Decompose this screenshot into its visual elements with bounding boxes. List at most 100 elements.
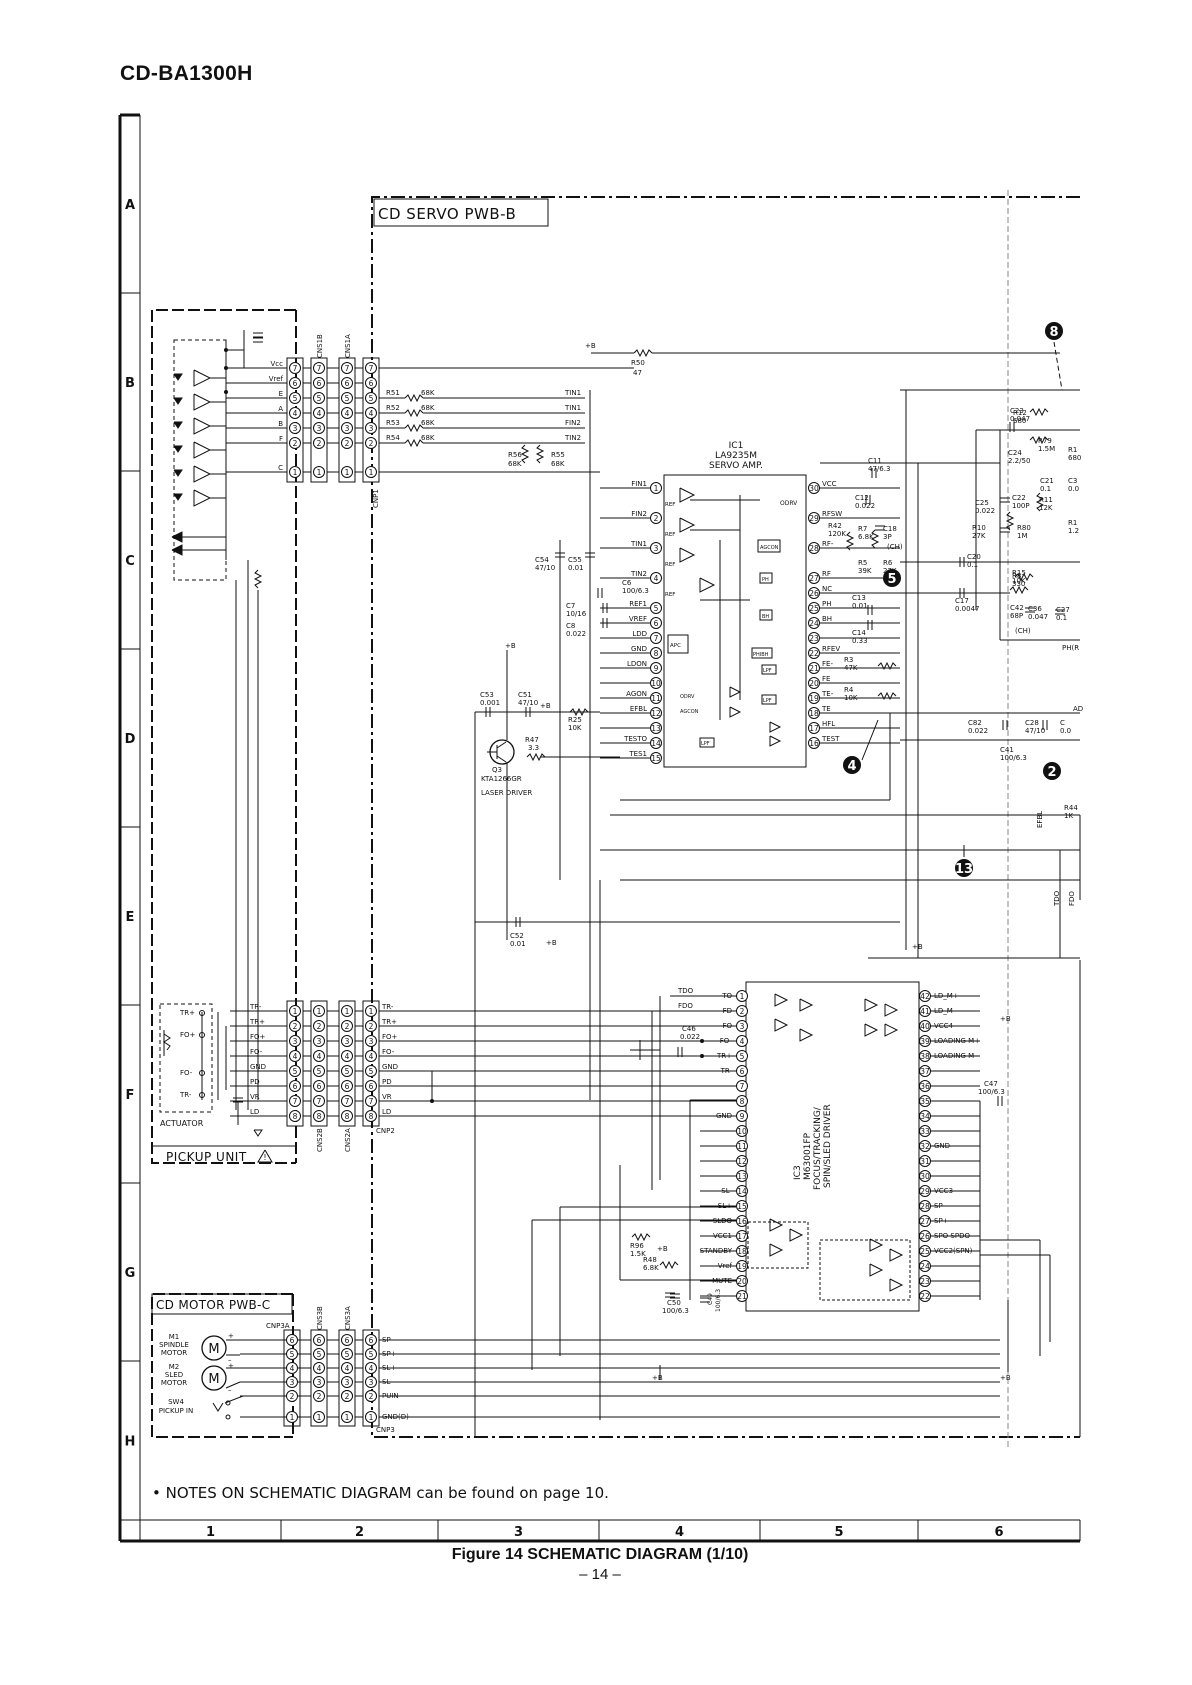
actuator-conn-pin-6-num: 6 (293, 1082, 298, 1091)
cnp1-pin-7-circle (365, 362, 377, 374)
resistor-symbol (659, 1260, 679, 1270)
model-number: CD-BA1300H (120, 62, 253, 85)
part-val-R4-10: 10K (844, 694, 858, 702)
part-val-C28-33: 47/10 (1025, 727, 1045, 735)
phr-label: PH(R (1062, 644, 1079, 652)
cns2b-pin-3-num: 3 (317, 1037, 322, 1046)
cns1a-pin-1-num: 1 (345, 468, 350, 477)
ic3-left-pin-1-circle (736, 990, 748, 1002)
actuator-conn-pin-2-num: 2 (293, 1022, 298, 1031)
warning-triangle-icon (257, 1149, 273, 1163)
ic1-right-pin-29-circle (808, 512, 820, 524)
ic3-left-pin-13-num: 13 (737, 1172, 747, 1181)
ground-symbol (253, 1129, 263, 1137)
cns1b-pin-4-num: 4 (317, 409, 322, 418)
cns2b-pin-1-circle (313, 1005, 325, 1017)
actuator-conn-pin-3-num: 3 (293, 1037, 298, 1046)
cnp3a-conn-pin-6-circle (286, 1334, 298, 1346)
ic3-right-label-LOADING M-: LOADING M- (934, 1052, 977, 1060)
cnp3a-conn-pin-2-circle (286, 1390, 298, 1402)
resistor-symbol (526, 752, 546, 762)
servo-board-title-box (373, 198, 549, 227)
input-resistor-R54 (404, 438, 424, 448)
ic1-right-label-FE: FE (822, 675, 830, 683)
coil-terminal (199, 1092, 205, 1098)
junction-dot (700, 1054, 704, 1058)
part-val-R3-9: 47K (844, 664, 858, 672)
ic3-right-pin-26-circle (919, 1230, 931, 1242)
ic3-right-pin-28-num: 28 (920, 1202, 930, 1211)
marker-13-disc (955, 859, 973, 877)
ic1-left-label-REF1: REF1 (629, 600, 647, 608)
part-val-R80-22: 1M (1017, 532, 1028, 540)
ic1-right-pin-23-num: 23 (809, 634, 819, 643)
r56-ref: R56 (508, 451, 522, 459)
ic3-right-pin-27-circle (919, 1215, 931, 1227)
cns2a-pin-6-num: 6 (345, 1082, 350, 1091)
cns3b-pin-5-num: 5 (317, 1350, 322, 1359)
cns1a-pin-2-num: 2 (345, 439, 350, 448)
part-val-C27-30: 0.1 (1056, 614, 1067, 622)
cnp2-pin-1-circle (365, 1005, 377, 1017)
cns1b-pin-2-num: 2 (317, 439, 322, 448)
actuator-conn-pin-7-circle (289, 1095, 301, 1107)
cnp1-label: CNP1 (372, 489, 380, 508)
part-val-C21-18: 0.1 (1040, 485, 1051, 493)
ic3-left-label-FO-: FO- (720, 1037, 733, 1045)
ic1-right-pin-16-circle (808, 737, 820, 749)
ic1-left-pin-14-num: 14 (651, 739, 661, 748)
cns3b-label: CNS3B (316, 1306, 324, 1330)
cns3a-pin-1-num: 1 (345, 1413, 350, 1422)
cnp1-pickup-side-pin-6-circle (289, 377, 301, 389)
ic3-right-pin-29-num: 29 (920, 1187, 930, 1196)
ic1-left-pin-8-num: 8 (654, 649, 659, 658)
photodiode-amp-triangle (193, 369, 212, 387)
cns2a-pin-1-num: 1 (345, 1007, 350, 1016)
part-val-C24-15: 2.2/50 (1008, 457, 1030, 465)
ic1-right-pin-27-circle (808, 572, 820, 584)
ic3-right-label-LOADING M+: LOADING M+ (934, 1037, 980, 1045)
part-val-R1-23: 1.2 (1068, 527, 1079, 535)
ic1-left-label-FIN1: FIN1 (631, 480, 647, 488)
photodiode-icon (173, 373, 183, 381)
ic1-right-label-TEST: TEST (821, 735, 840, 743)
cnp3-label: CNP3 (376, 1426, 395, 1434)
part-val-R15-26: 10K (1012, 577, 1026, 585)
part-val-C13-7: 0.01 (852, 602, 868, 610)
ic1-right-label-FE-: FE- (822, 660, 833, 668)
cnp3-pin-5-num: 5 (369, 1350, 374, 1359)
ic3-left-pin-20-circle (736, 1275, 748, 1287)
cns3b-pin-4-circle (313, 1362, 325, 1374)
col-label-5: 5 (834, 1525, 843, 1540)
ic1-right-label-BH: BH (822, 615, 832, 623)
ic3-left-label-GND: GND (716, 1112, 732, 1120)
cnp3a-conn-pin-4-circle (286, 1362, 298, 1374)
cns2b-pin-7-num: 7 (317, 1097, 322, 1106)
rail-plusb-ld2: +B (540, 702, 551, 710)
ic1-left-pin-2-circle (650, 512, 662, 524)
part-val-C82-31: 0.022 (968, 727, 988, 735)
ic1-right-pin-18-num: 18 (809, 709, 819, 718)
actuator-conn-pin-4-num: 4 (293, 1052, 298, 1061)
part-ref-C3-20: C3 (1068, 477, 1077, 485)
cnp2-signal-VR-6: VR (382, 1093, 392, 1101)
switch-icon (212, 1402, 224, 1412)
motor-plus: + (228, 1332, 234, 1340)
actuator-conn-housing (286, 1000, 304, 1127)
ic1-right-pin-21-num: 21 (809, 664, 819, 673)
pickup-pin-label-E: E (279, 390, 283, 398)
resistor-ref-R53: R53 (386, 419, 400, 427)
part-ref-C41-32: C41 (1000, 746, 1014, 754)
ic3-right-label-SP-: SP- (934, 1202, 946, 1210)
part-val-R7-3: 6.8K (858, 533, 874, 541)
part-val-R79-13: 1.5M (1038, 445, 1055, 453)
figure-caption: Figure 14 SCHEMATIC DIAGRAM (1/10) (451, 1546, 749, 1563)
cnp1-pickup-side-pin-4-circle (289, 407, 301, 419)
ic3-right-label-LD_M+: LD_M+ (934, 992, 959, 1000)
ic1-body (663, 474, 807, 768)
cnp2-pin-3-circle (365, 1035, 377, 1047)
cnp1-pickup-side-pin-5-circle (289, 392, 301, 404)
ic3-right-pin-33-num: 33 (920, 1127, 930, 1136)
cns3b-pin-3-num: 3 (317, 1378, 322, 1387)
part-val-R1-14: 680 (1068, 454, 1081, 462)
